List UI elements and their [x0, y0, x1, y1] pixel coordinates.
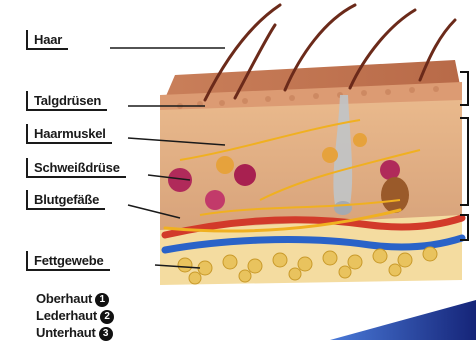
legend-text: Oberhaut	[36, 291, 92, 306]
legend-text: Lederhaut	[36, 308, 97, 323]
legend-number: 3	[99, 327, 113, 341]
label-haar: Haar	[26, 30, 68, 50]
legend-text: Unterhaut	[36, 325, 96, 340]
hair-bulb	[334, 201, 352, 215]
label-schweissdruese: Schweißdrüse	[26, 158, 126, 178]
decorative-stripe	[330, 300, 476, 340]
label-talgdruesen: Talgdrüsen	[26, 91, 107, 111]
label-fettgewebe: Fettgewebe	[26, 251, 110, 271]
legend-number: 1	[95, 293, 109, 307]
label-haarmuskel: Haarmuskel	[26, 124, 112, 144]
legend-number: 2	[100, 310, 114, 324]
label-blutgefaesse: Blutgefäße	[26, 190, 105, 210]
follicle-section	[381, 177, 409, 213]
